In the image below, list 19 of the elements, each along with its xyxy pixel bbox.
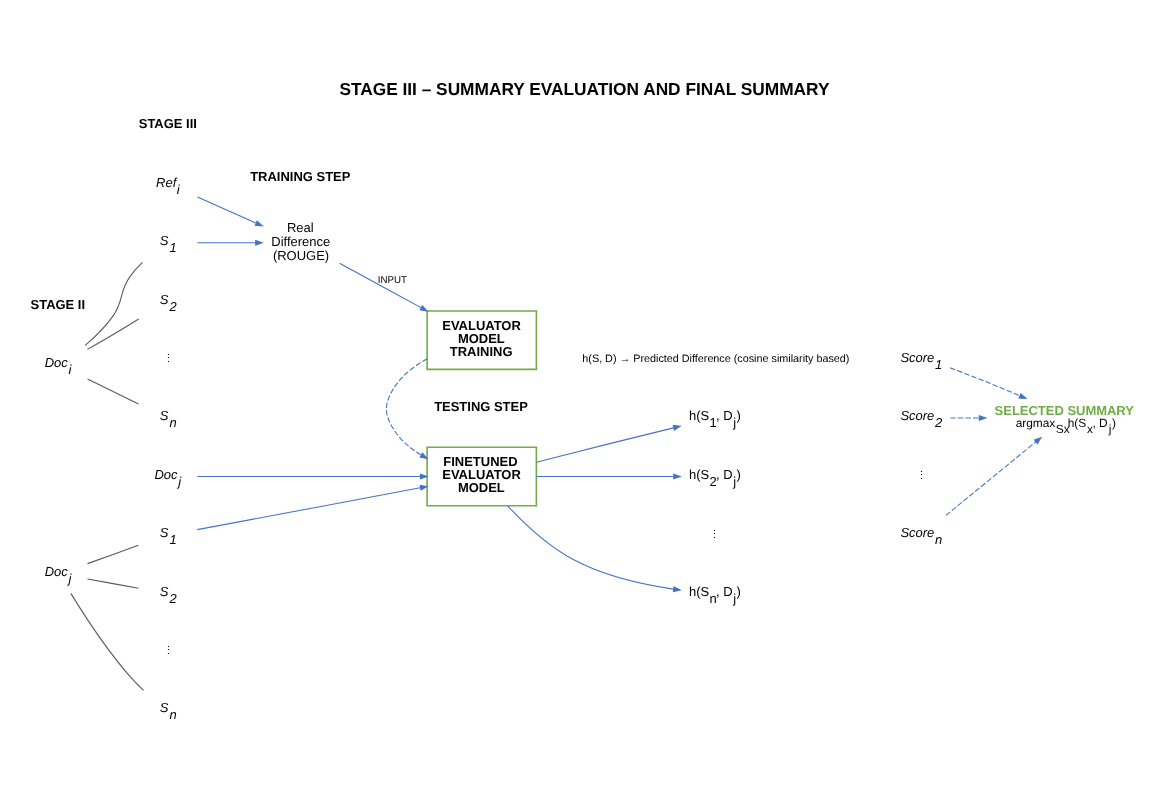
arrow [945,435,1043,515]
arrow [385,357,429,459]
connector [87,577,139,588]
arrow [196,238,264,245]
arrow [536,424,682,462]
arrow [339,261,429,311]
arrow [196,195,264,226]
connector [87,543,139,564]
arrow [949,414,988,421]
connector [84,260,143,345]
connector [86,317,140,349]
diagram-title: STAGE III – SUMMARY EVALUATION AND FINAL SUMMARY [339,78,830,99]
arrow [535,472,682,479]
connector [70,591,145,690]
arrow [196,472,429,479]
arrow [196,483,429,530]
connector [87,377,139,404]
arrow [949,366,1028,399]
arrow [507,504,682,592]
